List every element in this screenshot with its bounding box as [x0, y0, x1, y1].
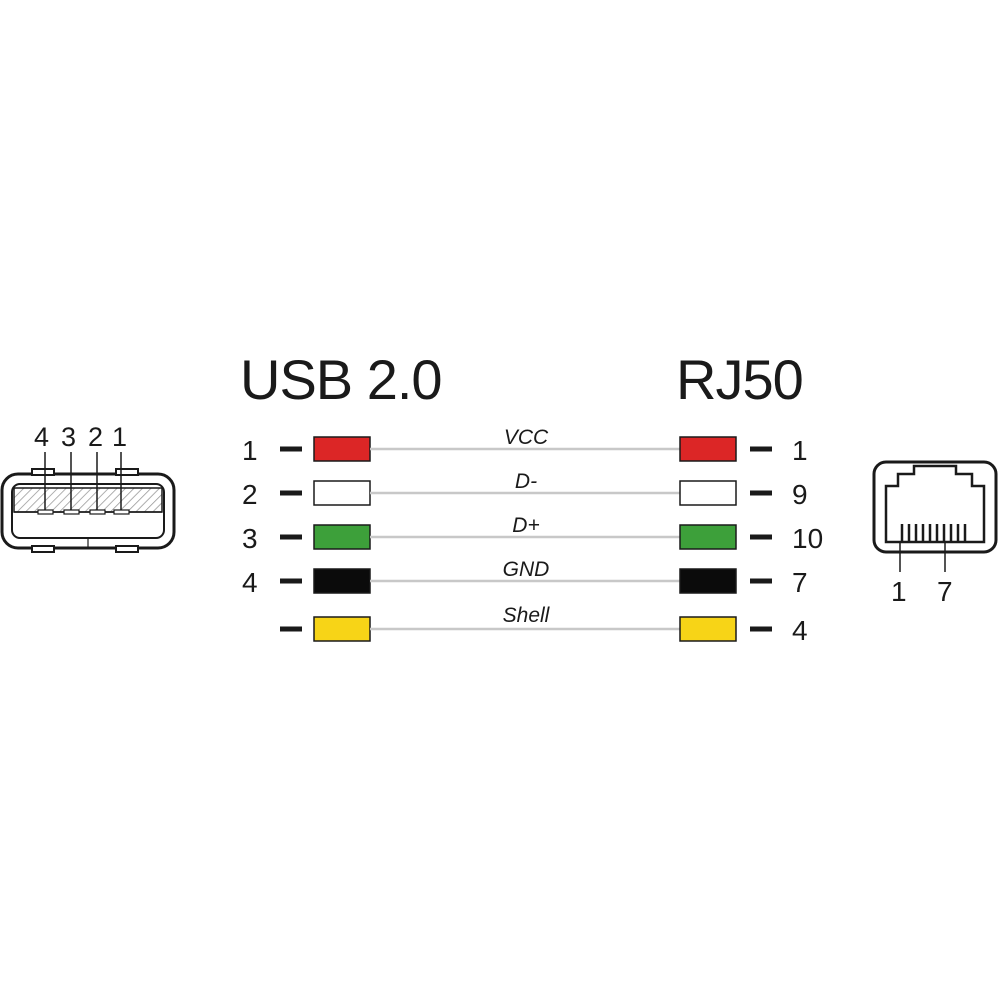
wire-right-shell	[679, 616, 737, 642]
wire-row-d-plus	[280, 524, 772, 550]
rj50-pin-d-plus: 10	[792, 523, 824, 554]
rj50-pin-label-7: 7	[937, 576, 953, 607]
rj50-pin-gnd: 7	[792, 567, 808, 598]
wire-row-shell	[280, 616, 772, 642]
wire-left-gnd	[313, 568, 371, 594]
wire-right-d-minus	[679, 480, 737, 506]
wire-left-vcc	[313, 436, 371, 462]
rj50-pin-d-minus: 9	[792, 479, 808, 510]
rj50-title: RJ50	[676, 348, 804, 411]
wire-right-gnd	[679, 568, 737, 594]
usb-pin-label-4: 4	[34, 422, 50, 452]
wire-row-d-minus	[280, 480, 772, 506]
wire-left-d-plus	[313, 524, 371, 550]
usb-pin-2: 2	[242, 479, 258, 510]
signal-vcc: VCC	[503, 426, 549, 449]
wire-row-vcc	[280, 436, 772, 462]
signal-d-plus: D+	[512, 514, 540, 537]
wire-right-d-plus	[679, 524, 737, 550]
signal-gnd: GND	[502, 558, 550, 581]
rj50-pin-label-1: 1	[891, 576, 907, 607]
usb-connector-icon	[0, 452, 176, 553]
usb-title: USB 2.0	[240, 348, 443, 411]
wire-left-shell	[313, 616, 371, 642]
signal-d-minus: D-	[514, 470, 538, 493]
rj50-connector-icon	[872, 460, 998, 572]
usb-pin-label-3: 3	[61, 422, 77, 452]
usb-pin-1: 1	[242, 435, 258, 466]
rj50-pin-shell: 4	[792, 615, 808, 646]
usb-pin-3: 3	[242, 523, 258, 554]
rj50-pin-vcc: 1	[792, 435, 808, 466]
wire-row-gnd	[280, 568, 772, 594]
wire-right-vcc	[679, 436, 737, 462]
usb-pin-label-2: 2	[88, 422, 104, 452]
signal-shell: Shell	[502, 604, 550, 627]
usb-pin-4: 4	[242, 567, 258, 598]
wire-left-d-minus	[313, 480, 371, 506]
usb-pin-label-1: 1	[112, 422, 128, 452]
